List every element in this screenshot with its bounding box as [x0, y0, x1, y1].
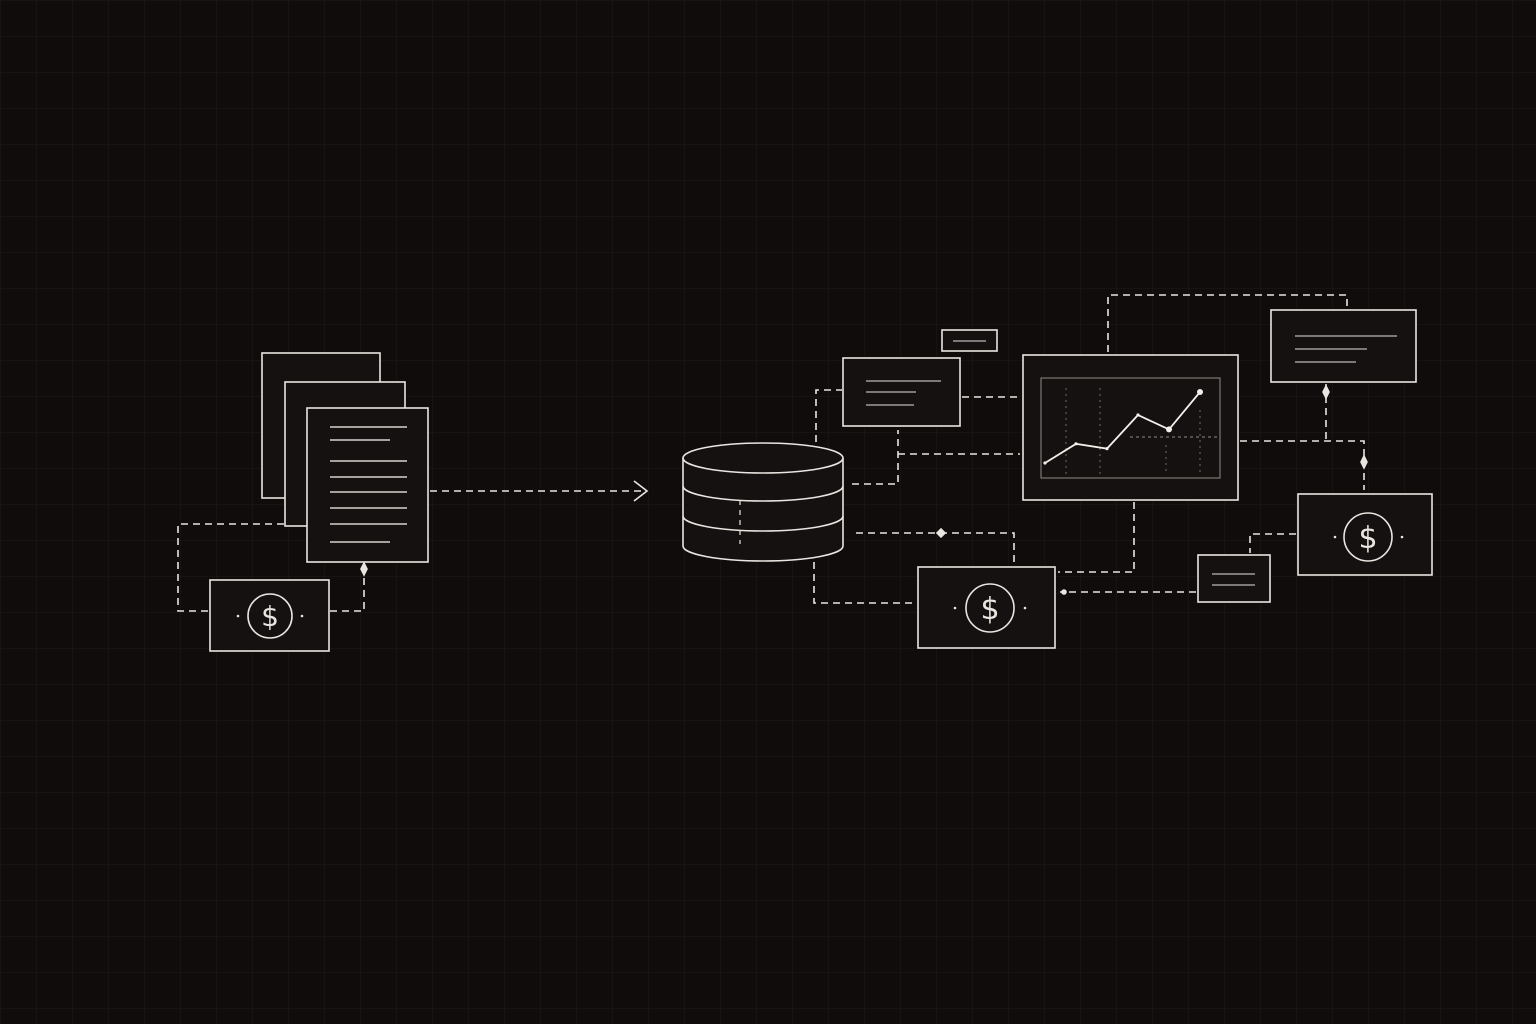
dollar-symbol: $	[261, 600, 279, 633]
diamond-marker-docs	[360, 561, 368, 577]
dollar-symbol: $	[980, 592, 999, 627]
dashboard-frame	[1022, 354, 1239, 501]
dot-marker-small-panel	[1061, 589, 1067, 595]
text-panel-small	[1197, 554, 1271, 603]
dashboard-minor-ticks	[1065, 388, 1201, 475]
database-ring-2	[682, 515, 844, 532]
diamond-marker-panel-b	[1322, 384, 1330, 400]
line-chart-dashboard-icon	[1022, 354, 1239, 501]
connector-dashboard-to-dollar-right	[1240, 440, 1365, 490]
card-dot-right	[1023, 606, 1027, 610]
dollar-coin-icon	[965, 583, 1015, 633]
connector-dashboard-to-panel-b	[1107, 294, 1348, 352]
trend-point	[1074, 442, 1078, 446]
trend-point	[1105, 447, 1109, 451]
card-dot-right	[1400, 535, 1404, 539]
document-stack-icon	[261, 352, 429, 563]
trend-point	[1197, 389, 1203, 395]
card-dot-right	[300, 614, 304, 618]
dollar-coin-icon	[1343, 512, 1393, 562]
connector-documents-to-dollar-left	[177, 523, 284, 612]
card-dot-left	[1333, 535, 1337, 539]
trend-line	[1044, 391, 1201, 464]
diamond-marker-db-center	[935, 527, 947, 539]
connector-markers	[360, 384, 1368, 595]
dashboard-plot-area	[1040, 377, 1221, 479]
database-top	[682, 442, 844, 474]
dollar-card-frame	[917, 566, 1056, 649]
trend-point	[1043, 461, 1047, 465]
trend-point	[1136, 413, 1140, 417]
database-ring-1	[682, 485, 844, 502]
card-dot-left	[953, 606, 957, 610]
connector-dashboard-to-dollar-center	[1058, 502, 1135, 573]
connector-database-to-panel-a	[815, 389, 842, 442]
connector-database-to-dashboard	[852, 430, 899, 485]
connectors	[177, 294, 1365, 612]
text-panel-frame	[842, 357, 961, 427]
diamond-marker-dollar-right	[1360, 454, 1368, 470]
text-panel-frame	[1270, 309, 1417, 383]
card-dot-left	[236, 614, 240, 618]
document-text-lines	[330, 426, 407, 543]
text-panel-b	[1270, 309, 1417, 383]
connector-database-to-dollar-center	[856, 532, 1015, 566]
connector-dollar-right-to-small-panel	[1249, 533, 1296, 553]
dollar-coin-icon	[247, 593, 293, 639]
dollar-symbol: $	[1358, 521, 1377, 556]
trend-points	[1043, 389, 1203, 465]
text-panel-a	[842, 357, 961, 427]
arrow-right-icon	[633, 480, 649, 502]
database-body	[682, 458, 844, 562]
dollar-card-frame	[209, 579, 330, 652]
label-panel-small	[941, 329, 998, 352]
document-front	[306, 407, 429, 563]
trend-point	[1166, 426, 1172, 433]
connector-database-bottom-to-dollar-center	[813, 562, 916, 604]
connector-dollar-left-to-documents	[330, 566, 365, 612]
database-icon	[682, 442, 844, 562]
dollar-card-left: $	[209, 579, 330, 652]
dollar-card-center: $	[917, 566, 1056, 649]
dollar-card-right: $	[1297, 493, 1433, 576]
text-panel-frame	[1197, 554, 1271, 603]
